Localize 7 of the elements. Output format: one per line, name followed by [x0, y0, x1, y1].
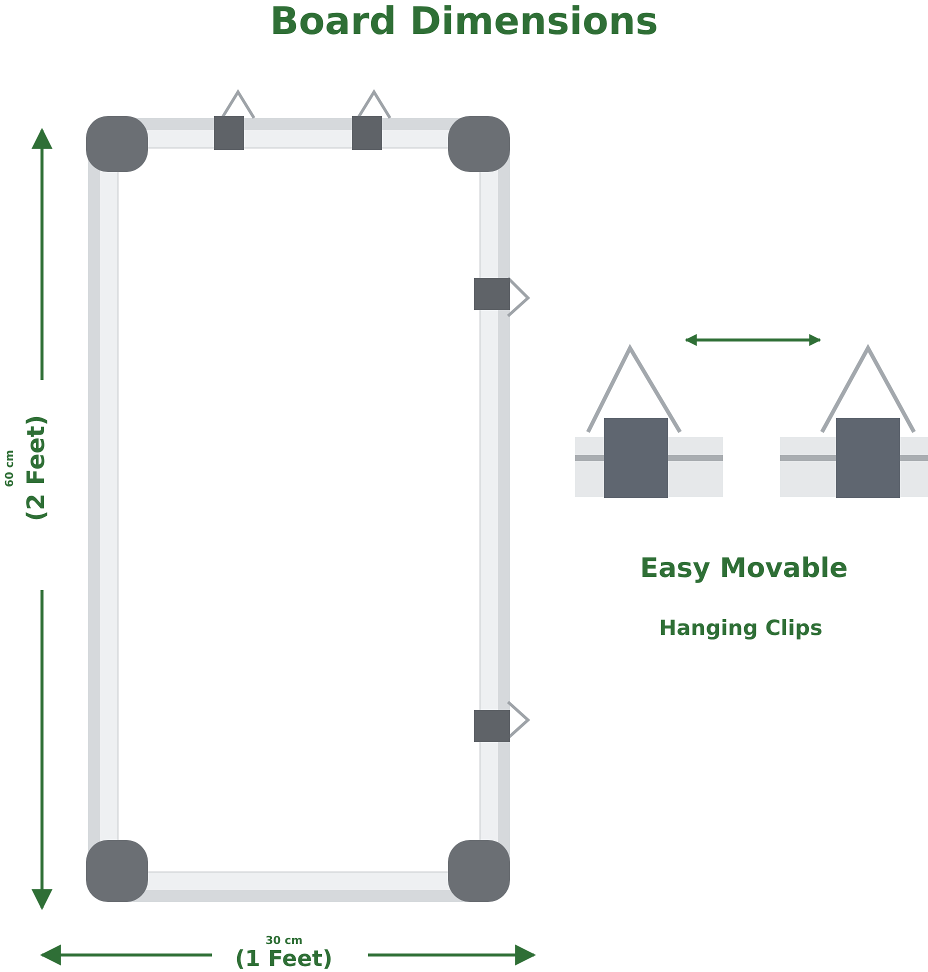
dimension-label: (2 Feet): [24, 414, 48, 522]
title: Board Dimensions: [268, 2, 660, 40]
feature-heading: Easy Movable: [640, 554, 848, 582]
dimension-label: 30 cm: [266, 934, 303, 946]
dimension-label: (1 Feet): [235, 949, 333, 971]
dimension-label: 60 cm: [4, 449, 15, 487]
feature-subheading: Hanging Clips: [659, 618, 823, 638]
